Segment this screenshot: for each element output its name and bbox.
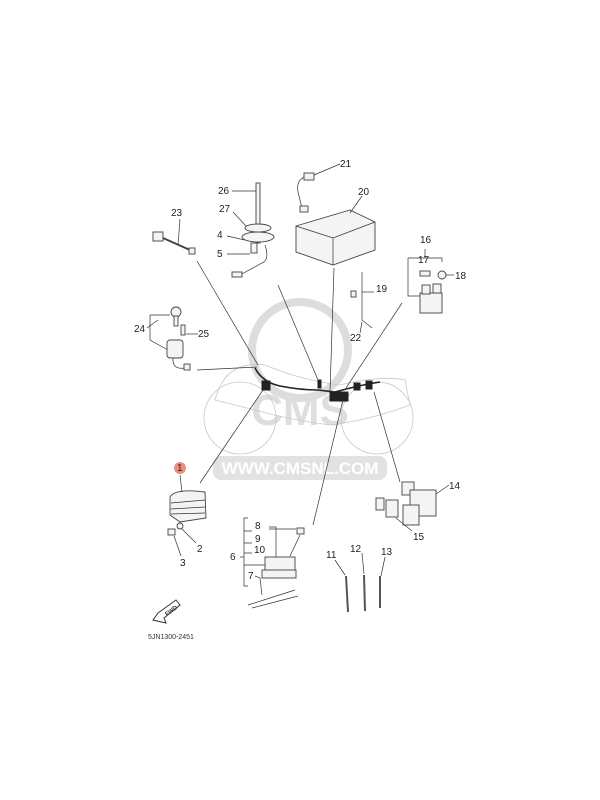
callout-25[interactable]: 25 — [198, 329, 210, 340]
part-19-ground-lead — [350, 272, 374, 334]
callout-18[interactable]: 18 — [455, 271, 467, 282]
callout-6[interactable]: 6 — [230, 552, 236, 563]
drawing-code: 5JN1300-2451 — [148, 634, 194, 641]
part-20-battery — [295, 195, 376, 266]
callout-1[interactable]: 1 — [177, 463, 183, 474]
watermark-banner — [213, 456, 387, 480]
callout-9[interactable]: 9 — [255, 534, 261, 545]
part-21-lead — [297, 163, 341, 213]
fwd-arrow-icon: FWD — [152, 599, 181, 624]
watermark-logo-ring — [248, 298, 352, 402]
watermark: CMS WWW.CMSNL.COM — [213, 298, 387, 480]
part-26-sensor — [226, 182, 275, 278]
callout-15[interactable]: 15 — [413, 532, 425, 543]
callout-highlight — [174, 462, 186, 474]
callout-20[interactable]: 20 — [358, 187, 370, 198]
bolts-11-13 — [334, 552, 386, 613]
wire-harness — [254, 367, 381, 402]
callout-13[interactable]: 13 — [381, 547, 393, 558]
callout-labels: 1 2 3 4 5 6 7 8 9 10 11 12 13 14 15 16 1… — [134, 159, 467, 582]
part-14-units — [375, 481, 450, 532]
callout-16[interactable]: 16 — [420, 235, 432, 246]
callout-23[interactable]: 23 — [171, 208, 183, 219]
watermark-text: WWW.CMSNL.COM — [222, 459, 379, 478]
callout-12[interactable]: 12 — [350, 544, 362, 555]
callout-22[interactable]: 22 — [350, 333, 362, 344]
part-24-main-switch — [149, 306, 198, 371]
callout-2[interactable]: 2 — [197, 544, 203, 555]
part-6-fuse-box — [240, 517, 305, 609]
callout-8[interactable]: 8 — [255, 521, 261, 532]
callout-24[interactable]: 24 — [134, 324, 146, 335]
part-1-rectifier — [167, 474, 207, 557]
callout-10[interactable]: 10 — [254, 545, 266, 556]
callout-11[interactable]: 11 — [326, 550, 337, 561]
part-16-relay — [407, 249, 454, 314]
callout-3[interactable]: 3 — [180, 558, 186, 569]
callout-19[interactable]: 19 — [376, 284, 388, 295]
callout-14[interactable]: 14 — [449, 481, 461, 492]
leader-lines — [146, 260, 403, 526]
callout-27[interactable]: 27 — [219, 204, 231, 215]
callout-26[interactable]: 26 — [218, 186, 230, 197]
callout-21[interactable]: 21 — [340, 159, 352, 170]
callout-5[interactable]: 5 — [217, 249, 223, 260]
callout-17[interactable]: 17 — [418, 255, 430, 266]
callout-4[interactable]: 4 — [217, 230, 223, 241]
callout-7[interactable]: 7 — [248, 571, 254, 582]
part-23-lead — [152, 218, 196, 255]
